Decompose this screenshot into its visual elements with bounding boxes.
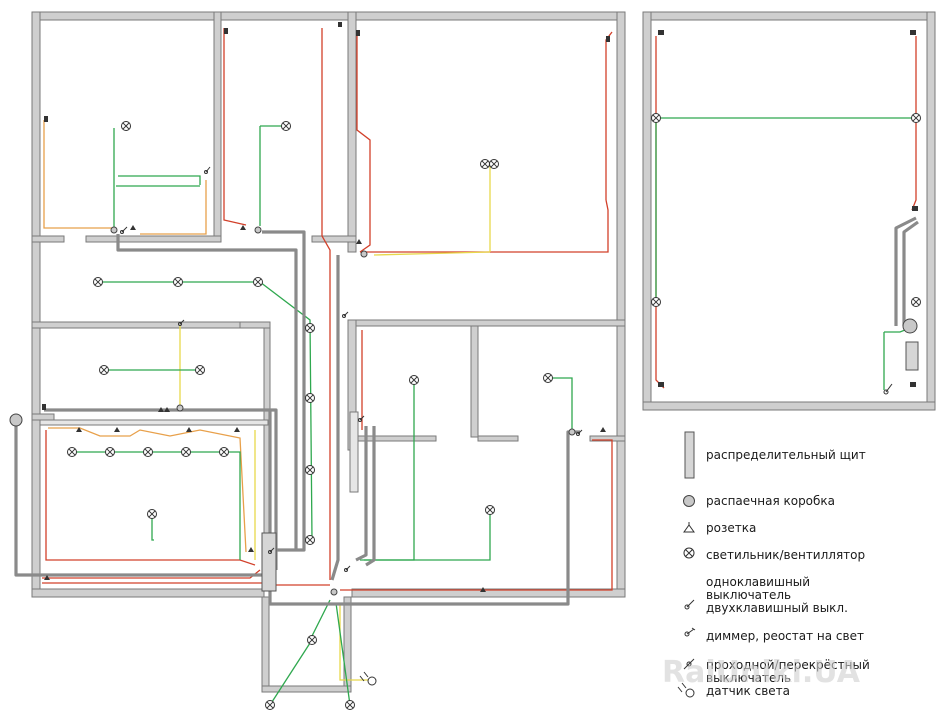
legend-light-sensor-label: датчик света [706,684,790,698]
lamp-icon [911,297,921,307]
socket-icon [76,427,82,432]
lamp-icon [67,447,77,457]
legend-panel-icon [684,431,695,479]
walls-annex [642,11,936,411]
switch-icon [268,547,275,554]
wall-lamp-icon [910,30,916,35]
lamp-icon [253,277,263,287]
wall-lamp-icon [910,382,916,387]
switch-icon [342,311,349,318]
socket-icon [186,427,192,432]
legend-passthrough-label-2: выключатель [706,671,791,685]
lamp-icon [543,373,553,383]
wall-lamp-icon [44,116,48,122]
socket-icon [130,225,136,230]
junction-boxes [9,226,918,596]
wall-lamp-icon [658,382,664,387]
lamp-icon [143,447,153,457]
switch-icon [883,383,893,395]
lamp-icon [305,393,315,403]
wall-lamp-icon [356,30,360,36]
switch-icon [344,565,351,572]
wall-fixtures [42,22,918,410]
lamp-icon [99,365,109,375]
lamp-icon [219,447,229,457]
legend-lamp-label: светильник/вентиллятор [706,548,865,562]
socket-icon [158,407,164,412]
lamp-icon [265,700,275,710]
wires-orange [43,120,247,553]
lamp-icon [305,323,315,333]
wall-lamp-icon [338,22,342,27]
switch-icon [204,166,211,174]
watermark: RaiUniki.UA [662,655,861,690]
lamp-icon [911,113,921,123]
lamp-icon [173,277,183,287]
legend-socket-label: розетка [706,521,756,535]
lamp-icon [195,365,205,375]
legend-panel-label: распределительный щит [706,448,866,462]
legend-dimmer-label: диммер, реостат на свет [706,629,864,643]
wall-lamp-icon [42,404,46,410]
sockets [44,225,606,592]
socket-icon [44,575,50,580]
legend-junction-label: распаечная коробка [706,494,835,508]
socket-icon [114,427,120,432]
legend-switch-single-label: одноклавишный [706,575,810,589]
socket-icon [356,239,362,244]
wires-yellow [179,165,491,681]
switch-icon [120,226,128,234]
switch-icon [576,429,583,436]
lamp-icon [651,113,661,123]
socket-icon [480,587,486,592]
distribution-panels [261,341,919,592]
lamp-icon [305,535,315,545]
legend-lamp-icon [683,547,695,559]
lamp-icon [147,509,157,519]
legend-dimmer-icon [684,627,696,637]
lamp-icon [121,121,131,131]
lamp-icon [345,700,355,710]
legend-socket-icon [683,522,695,533]
switch-icon [358,415,365,422]
lamp-icon [489,159,499,169]
legend-light-sensor-icon [677,682,695,698]
lamps [67,113,921,710]
lamp-icon [93,277,103,287]
socket-icon [234,427,240,432]
lamp-icon [305,465,315,475]
legend-switch-icon [684,599,695,610]
lamp-icon [181,447,191,457]
walls [31,11,626,693]
lamp-icon [105,447,115,457]
legend-passthrough-icon [683,658,695,670]
light-sensor-icon [359,671,377,686]
lamp-icon [307,635,317,645]
wall-lamp-icon [912,206,918,211]
lamp-icon [281,121,291,131]
switch-icon [178,319,185,326]
legend-passthrough-label: проходной/перекрёстный [706,658,870,672]
legend-switch-double-label: двухклавишный выкл. [706,601,848,615]
legend-junction-icon [683,495,695,507]
legend: распределительный щит распаечная коробка… [677,431,870,698]
cable-trunks [14,216,919,606]
switches [120,166,893,572]
socket-icon [248,547,254,552]
legend-switch-single-label-2: выключатель [706,588,791,602]
socket-icon [240,225,246,230]
wall-lamp-icon [224,28,228,34]
lamp-icon [651,297,661,307]
socket-icon [600,427,606,432]
wall-lamp-icon [606,36,610,42]
wall-lamp-icon [658,30,664,35]
lamp-icon [480,159,490,169]
lamp-icon [485,505,495,515]
socket-icon [164,407,170,412]
lamp-icon [409,375,419,385]
